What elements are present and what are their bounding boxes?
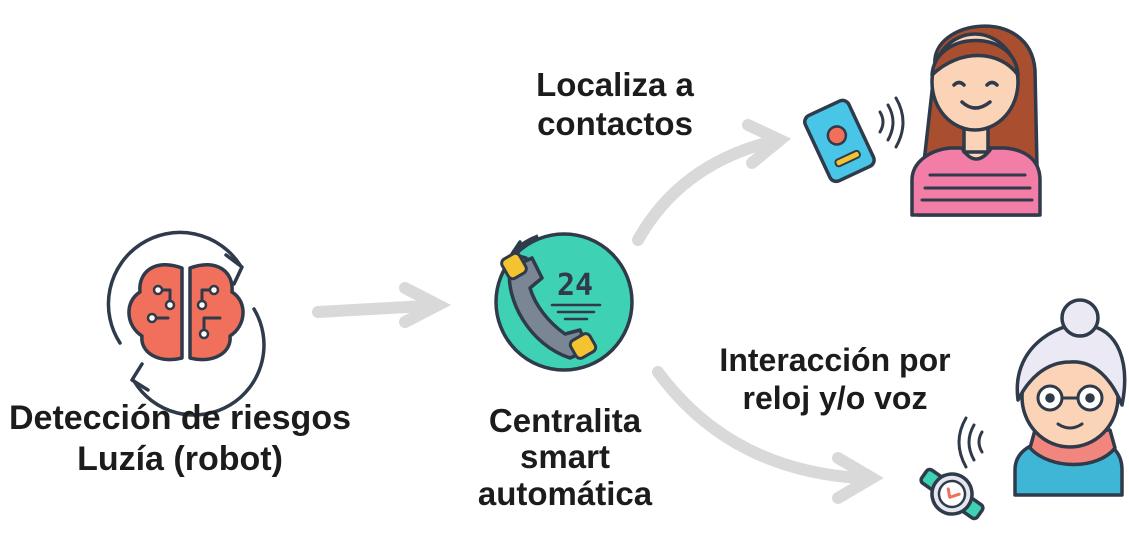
switchboard-label-line-2: smart bbox=[520, 438, 610, 476]
switchboard-label-line-3: automática bbox=[477, 474, 653, 512]
arrow-switchboard-to-contacts bbox=[632, 119, 792, 246]
contacts-label-line-2: contactos bbox=[537, 104, 693, 142]
arrow-switchboard-to-interaction bbox=[652, 366, 884, 504]
interaction-label-line-1: Interacción por bbox=[719, 342, 951, 378]
switchboard-label-line-1: Centralita bbox=[488, 402, 642, 439]
clock-24-label: 24 bbox=[557, 268, 593, 303]
contacts-label: Localiza a contactos bbox=[500, 66, 730, 144]
brain-icon bbox=[106, 230, 266, 417]
detection-label-line-1: Detección de riesgos bbox=[8, 399, 351, 437]
phone-24h-icon: 24 bbox=[494, 232, 634, 372]
detection-label: Detección de riesgos Luzía (robot) bbox=[5, 398, 355, 480]
interaction-label: Interacción por reloj y/o voz bbox=[700, 342, 970, 418]
woman-with-phone-icon bbox=[803, 24, 1042, 217]
elderly-woman-with-smartwatch-icon bbox=[919, 298, 1127, 521]
contacts-label-line-1: Localiza a bbox=[536, 66, 694, 103]
detection-label-line-2: Luzía (robot) bbox=[77, 439, 283, 478]
switchboard-label: Centralita smart automática bbox=[460, 402, 670, 512]
arrow-detection-to-switchboard bbox=[312, 282, 452, 328]
interaction-label-line-2: reloj y/o voz bbox=[742, 379, 928, 416]
